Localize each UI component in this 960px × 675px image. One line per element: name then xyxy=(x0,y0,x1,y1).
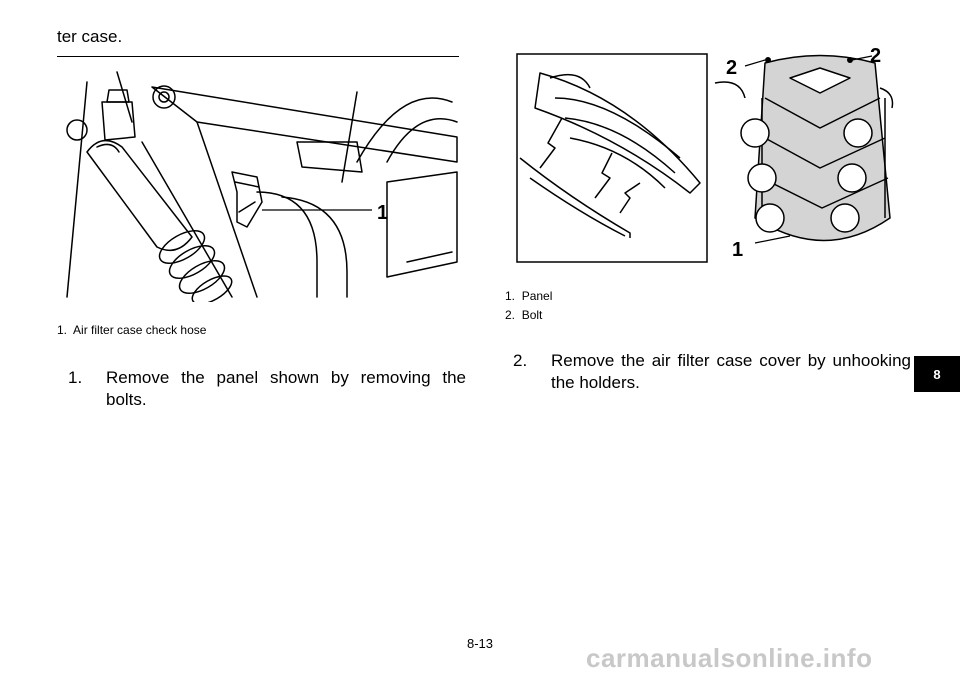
figure-air-filter-check-hose: 1 xyxy=(66,71,458,302)
caption-text: Air filter case check hose xyxy=(73,323,207,337)
caption-check-hose: 1. Air filter case check hose xyxy=(57,323,206,337)
caption-number: 1. xyxy=(57,323,68,337)
bolt-right-icon xyxy=(847,57,853,63)
caption-number: 2. xyxy=(505,308,516,322)
step-2: 2. Remove the air filter case cover by u… xyxy=(513,350,913,396)
caption-number: 1. xyxy=(505,289,516,303)
callout-panel: 1 xyxy=(732,239,743,261)
divider-line xyxy=(57,56,459,57)
caption-text: Panel xyxy=(521,289,553,303)
callout-bolt-right: 2 xyxy=(870,45,881,67)
step-number: 2. xyxy=(513,351,528,370)
step-1: 1. Remove the panel shown by removing th… xyxy=(68,367,466,413)
caption-panel: 1. Panel xyxy=(505,289,552,303)
caption-bolt: 2. Bolt xyxy=(505,308,542,322)
bolt-left-icon xyxy=(765,57,771,63)
chapter-tab[interactable]: 8 xyxy=(914,356,960,392)
figure-panel-bolts: 2 2 1 xyxy=(516,45,894,263)
callout-1: 1 xyxy=(377,202,388,224)
watermark: carmanualsonline.info xyxy=(586,643,873,673)
callout-bolt-left: 2 xyxy=(726,57,737,79)
step-number: 1. xyxy=(68,368,83,387)
step-text: Remove the panel shown by removing the b… xyxy=(106,368,466,409)
step-text: Remove the air filter case cover by unho… xyxy=(551,351,911,392)
page-number: 8-13 xyxy=(466,636,494,651)
continued-text: ter case. xyxy=(57,27,123,46)
inset-frame xyxy=(516,53,708,263)
caption-text: Bolt xyxy=(521,308,543,322)
